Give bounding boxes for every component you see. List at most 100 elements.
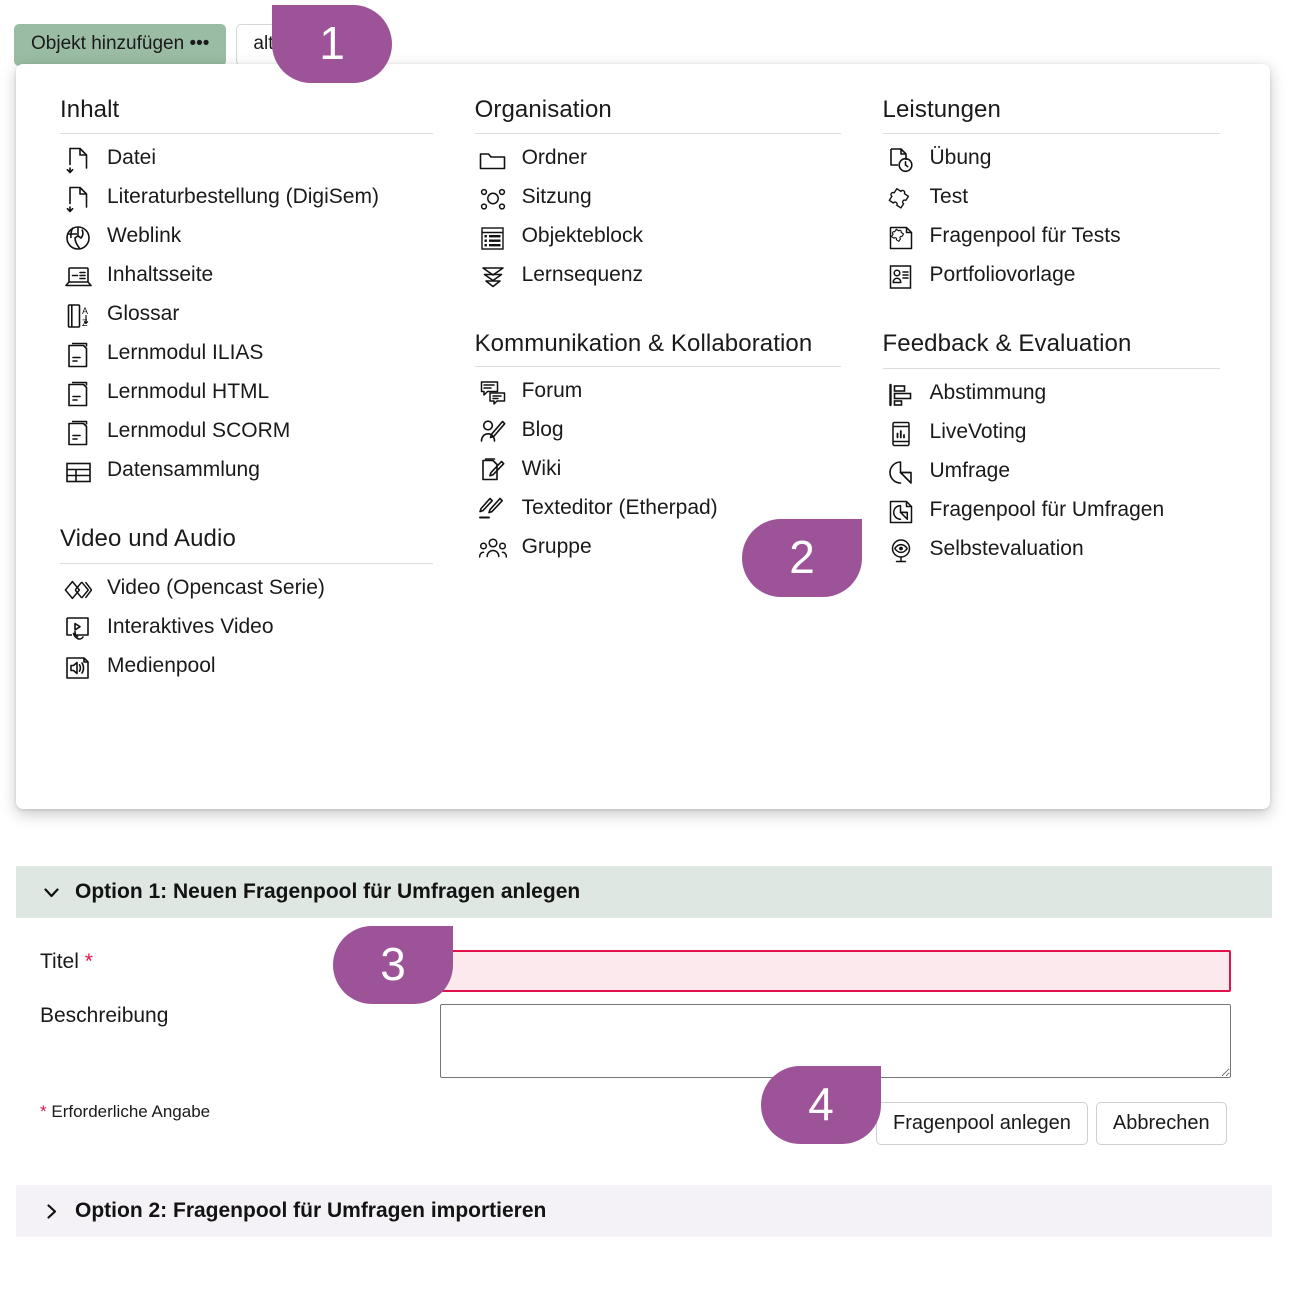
menu-item-datei[interactable]: Datei	[42, 140, 457, 179]
accordion-option-1-header[interactable]: Option 1: Neuen Fragenpool für Umfragen …	[16, 866, 1272, 918]
group-title-leistungen: Leistungen	[882, 96, 1001, 123]
menu-item-sitzung[interactable]: Sitzung	[457, 179, 865, 218]
menu-item-wiki[interactable]: Wiki	[457, 451, 865, 490]
menu-item-umfrage[interactable]: Umfrage	[865, 453, 1244, 492]
menu-item-inhaltsseite[interactable]: Inhaltsseite	[42, 257, 457, 296]
callout-shape	[333, 926, 453, 1004]
add-object-dropdown-panel: Inhalt Datei	[16, 64, 1270, 809]
group-title-inhalt: Inhalt	[60, 96, 120, 123]
live-voting-icon	[887, 420, 915, 448]
menu-item-label: Lernmodul HTML	[107, 380, 270, 404]
dropdown-column-2: Organisation Ordner	[457, 96, 865, 687]
menu-item-objekteblock[interactable]: Objekteblock	[457, 218, 865, 257]
dropdown-column-3: Leistungen Übung	[865, 96, 1244, 687]
required-hint-asterisk: *	[40, 1102, 47, 1121]
accordion-option-2-label: Option 2: Fragenpool für Umfragen import…	[75, 1199, 547, 1222]
required-asterisk: *	[84, 950, 93, 973]
chevron-right-icon	[42, 1202, 61, 1221]
menu-item-lernmodul-html[interactable]: Lernmodul HTML	[42, 374, 457, 413]
callout-shape	[742, 519, 862, 597]
blog-icon	[479, 418, 507, 446]
menu-item-video-opencast-serie[interactable]: Video (Opencast Serie)	[42, 570, 457, 609]
menu-item-selbstevaluation[interactable]: Selbstevaluation	[865, 531, 1244, 570]
chevron-down-icon	[42, 883, 61, 902]
menu-item-datensammlung[interactable]: Datensammlung	[42, 452, 457, 491]
divider	[882, 133, 1220, 135]
callout-marker-1: 1	[272, 5, 392, 83]
media-pool-icon	[64, 654, 92, 682]
menu-item-fragenpool-fuer-tests[interactable]: Fragenpool für Tests	[865, 218, 1244, 257]
menu-item-label: Ordner	[521, 146, 587, 170]
menu-item-literaturbestellung[interactable]: Literaturbestellung (DigiSem)	[42, 179, 457, 218]
menu-item-interaktives-video[interactable]: Interaktives Video	[42, 609, 457, 648]
menu-item-label: Forum	[521, 378, 583, 402]
menu-item-lernmodul-ilias[interactable]: Lernmodul ILIAS	[42, 335, 457, 374]
accordion-option-2-header[interactable]: Option 2: Fragenpool für Umfragen import…	[16, 1185, 1272, 1237]
menu-item-label: Fragenpool für Umfragen	[929, 497, 1165, 521]
callout-marker-2: 2	[742, 519, 862, 597]
menu-item-uebung[interactable]: Übung	[865, 140, 1244, 179]
callout-number: 1	[319, 17, 345, 69]
menu-item-abstimmung[interactable]: Abstimmung	[865, 375, 1244, 414]
menu-item-label: Objekteblock	[521, 224, 643, 248]
form-footer-row: * Erforderliche Angabe Fragenpool anlege…	[16, 1102, 1272, 1145]
menu-item-label: Glossar	[107, 302, 180, 326]
create-question-pool-button[interactable]: Fragenpool anlegen	[876, 1102, 1088, 1145]
folder-icon	[479, 146, 507, 174]
callout-marker-4: 4	[761, 1066, 881, 1144]
svg-text:A: A	[82, 306, 88, 316]
description-textarea[interactable]	[440, 1004, 1231, 1078]
menu-item-gruppe[interactable]: Gruppe	[457, 529, 865, 568]
menu-item-label: Medienpool	[107, 653, 216, 677]
add-object-button[interactable]: Objekt hinzufügen •••	[14, 24, 227, 66]
menu-item-glossar[interactable]: A Z Glossar	[42, 296, 457, 335]
cancel-button[interactable]: Abbrechen	[1095, 1102, 1227, 1145]
self-evaluation-eye-icon	[887, 537, 915, 565]
menu-item-forum[interactable]: Forum	[457, 373, 865, 412]
menu-item-weblink[interactable]: Weblink	[42, 218, 457, 257]
content-page-icon	[64, 263, 92, 291]
title-input[interactable]	[440, 950, 1231, 992]
title-label-text: Titel	[40, 950, 79, 973]
divider	[474, 365, 841, 367]
menu-item-label: Datei	[107, 146, 157, 170]
menu-item-test[interactable]: Test	[865, 179, 1244, 218]
menu-item-label: Weblink	[107, 224, 182, 248]
menu-item-label: Portfoliovorlage	[929, 263, 1076, 287]
divider	[882, 367, 1220, 369]
interactive-video-icon	[64, 615, 92, 643]
menu-item-blog[interactable]: Blog	[457, 412, 865, 451]
exercise-clock-icon	[887, 146, 915, 174]
menu-item-label: Literaturbestellung (DigiSem)	[107, 185, 379, 209]
title-field-control	[440, 950, 1272, 992]
menu-item-label: Abstimmung	[929, 380, 1047, 404]
accordion-option-1-label: Option 1: Neuen Fragenpool für Umfragen …	[75, 880, 581, 903]
divider	[474, 133, 841, 135]
menu-item-label: Inhaltsseite	[107, 263, 214, 287]
menu-item-label: Video (Opencast Serie)	[107, 575, 325, 599]
menu-item-label: Gruppe	[521, 534, 592, 558]
glossary-az-icon: A Z	[64, 302, 92, 330]
file-download-icon	[64, 146, 92, 174]
menu-item-fragenpool-fuer-umfragen[interactable]: Fragenpool für Umfragen	[865, 492, 1244, 531]
title-field-label: Titel *	[16, 950, 440, 974]
menu-item-portfoliovorlage[interactable]: Portfoliovorlage	[865, 257, 1244, 296]
menu-item-ordner[interactable]: Ordner	[457, 140, 865, 179]
menu-item-lernsequenz[interactable]: Lernsequenz	[457, 257, 865, 296]
menu-item-label: Lernmodul ILIAS	[107, 341, 264, 365]
callout-number: 2	[789, 531, 815, 583]
learning-module-icon	[64, 380, 92, 408]
menu-item-lernmodul-scorm[interactable]: Lernmodul SCORM	[42, 413, 457, 452]
menu-item-texteditor-etherpad[interactable]: Texteditor (Etherpad)	[457, 490, 865, 529]
create-question-pool-form: Option 1: Neuen Fragenpool für Umfragen …	[16, 866, 1272, 1237]
callout-shape	[272, 5, 392, 83]
required-hint: * Erforderliche Angabe	[16, 1102, 440, 1122]
menu-item-label: Lernmodul SCORM	[107, 419, 291, 443]
puzzle-icon	[887, 185, 915, 213]
spacer	[865, 296, 1244, 330]
menu-item-medienpool[interactable]: Medienpool	[42, 648, 457, 687]
object-block-icon	[479, 224, 507, 252]
table-grid-icon	[64, 458, 92, 486]
menu-item-livevoting[interactable]: LiveVoting	[865, 414, 1244, 453]
